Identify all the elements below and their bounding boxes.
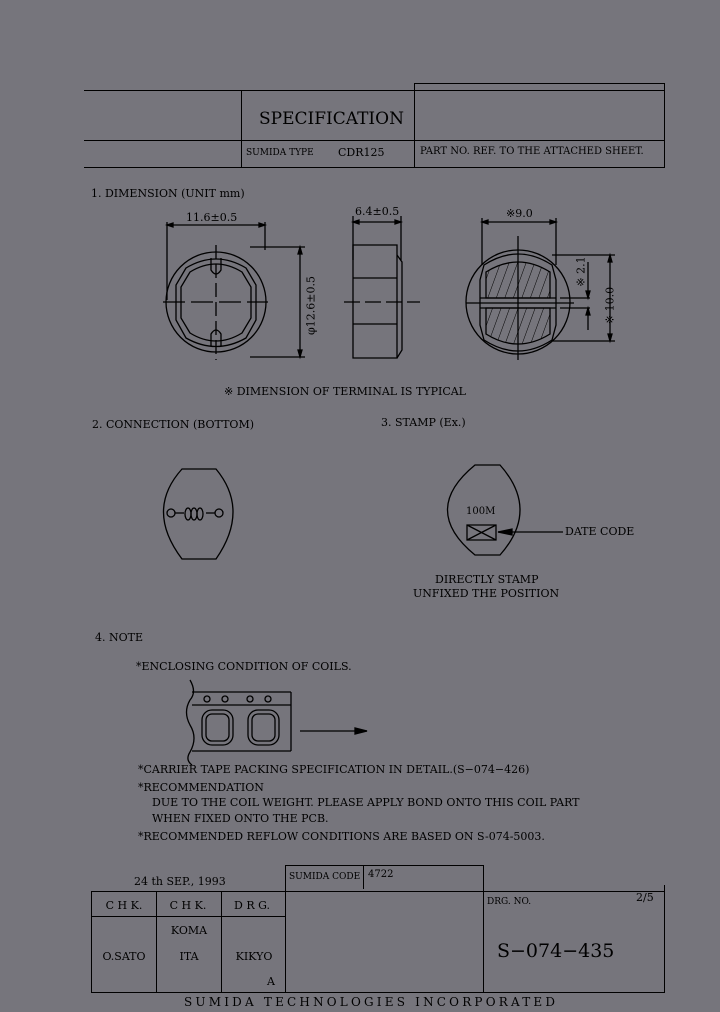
sumida-code-label: SUMIDA CODE	[289, 872, 361, 882]
drawing-number: S−074−435	[497, 940, 615, 962]
sumida-type-label: SUMIDA TYPE	[246, 148, 314, 158]
page-number: 2/5	[636, 891, 654, 904]
drawing-number-label: DRG. NO.	[487, 897, 532, 907]
divider	[221, 891, 222, 992]
note-enclosing: *ENCLOSING CONDITION OF COILS.	[136, 660, 352, 673]
note-heading: 4. NOTE	[95, 631, 144, 644]
divider	[84, 90, 665, 91]
sumida-code-value: 4722	[368, 869, 394, 880]
divider	[664, 885, 665, 992]
height-dimension: 6.4±0.5	[355, 205, 400, 218]
terminal-width-dimension: ※9.0	[506, 207, 533, 220]
note-reflow: *RECOMMENDED REFLOW CONDITIONS ARE BASED…	[138, 830, 545, 843]
date-code-label: DATE CODE	[565, 525, 635, 538]
divider	[91, 891, 665, 892]
note-carrier: *CARRIER TAPE PACKING SPECIFICATION IN D…	[138, 763, 530, 776]
note-rec-line2: WHEN FIXED ONTO THE PCB.	[152, 812, 329, 825]
checker-2-name-line1: KOMA	[170, 924, 208, 937]
divider	[84, 167, 665, 168]
divider	[414, 83, 665, 84]
width-dimension: 11.6±0.5	[186, 211, 238, 224]
divider	[241, 90, 242, 167]
stamp-heading: 3. STAMP (Ex.)	[381, 416, 466, 429]
sumida-type-value: CDR125	[338, 146, 385, 159]
note-rec-line1: DUE TO THE COIL WEIGHT. PLEASE APPLY BON…	[152, 796, 580, 809]
stamp-text: 100M	[466, 506, 496, 517]
revision-letter: A	[267, 975, 275, 988]
dimension-footnote: ※ DIMENSION OF TERMINAL IS TYPICAL	[224, 385, 466, 398]
divider	[285, 865, 286, 992]
divider	[91, 891, 92, 992]
divider	[414, 84, 415, 167]
column-header-drg: D R G.	[234, 899, 270, 912]
checker-2-name-line2: ITA	[179, 950, 199, 963]
issue-date: 24 th SEP., 1993	[134, 875, 226, 888]
stamp-note-line2: UNFIXED THE POSITION	[413, 587, 560, 600]
connection-heading: 2. CONNECTION (BOTTOM)	[92, 418, 254, 431]
divider	[156, 891, 157, 992]
part-no: PART NO. REF. TO THE ATTACHED SHEET.	[420, 146, 644, 157]
drafter-name: KIKYO	[235, 950, 273, 963]
divider	[363, 865, 364, 889]
divider	[84, 140, 665, 141]
checker-1-name: O.SATO	[102, 950, 146, 963]
divider	[664, 83, 665, 167]
page-title: SPECIFICATION	[259, 109, 404, 129]
divider	[91, 992, 665, 993]
column-header-chk-2: C H K.	[169, 899, 207, 912]
column-header-chk-1: C H K.	[105, 899, 143, 912]
divider	[285, 865, 483, 866]
company-name: SUMIDA TECHNOLOGIES INCORPORATED	[184, 995, 559, 1009]
dimension-heading: 1. DIMENSION (UNIT mm)	[91, 187, 245, 200]
stamp-note-line1: DIRECTLY STAMP	[435, 573, 539, 586]
divider	[483, 865, 484, 992]
note-recommendation: *RECOMMENDATION	[138, 781, 264, 794]
divider	[91, 916, 286, 917]
